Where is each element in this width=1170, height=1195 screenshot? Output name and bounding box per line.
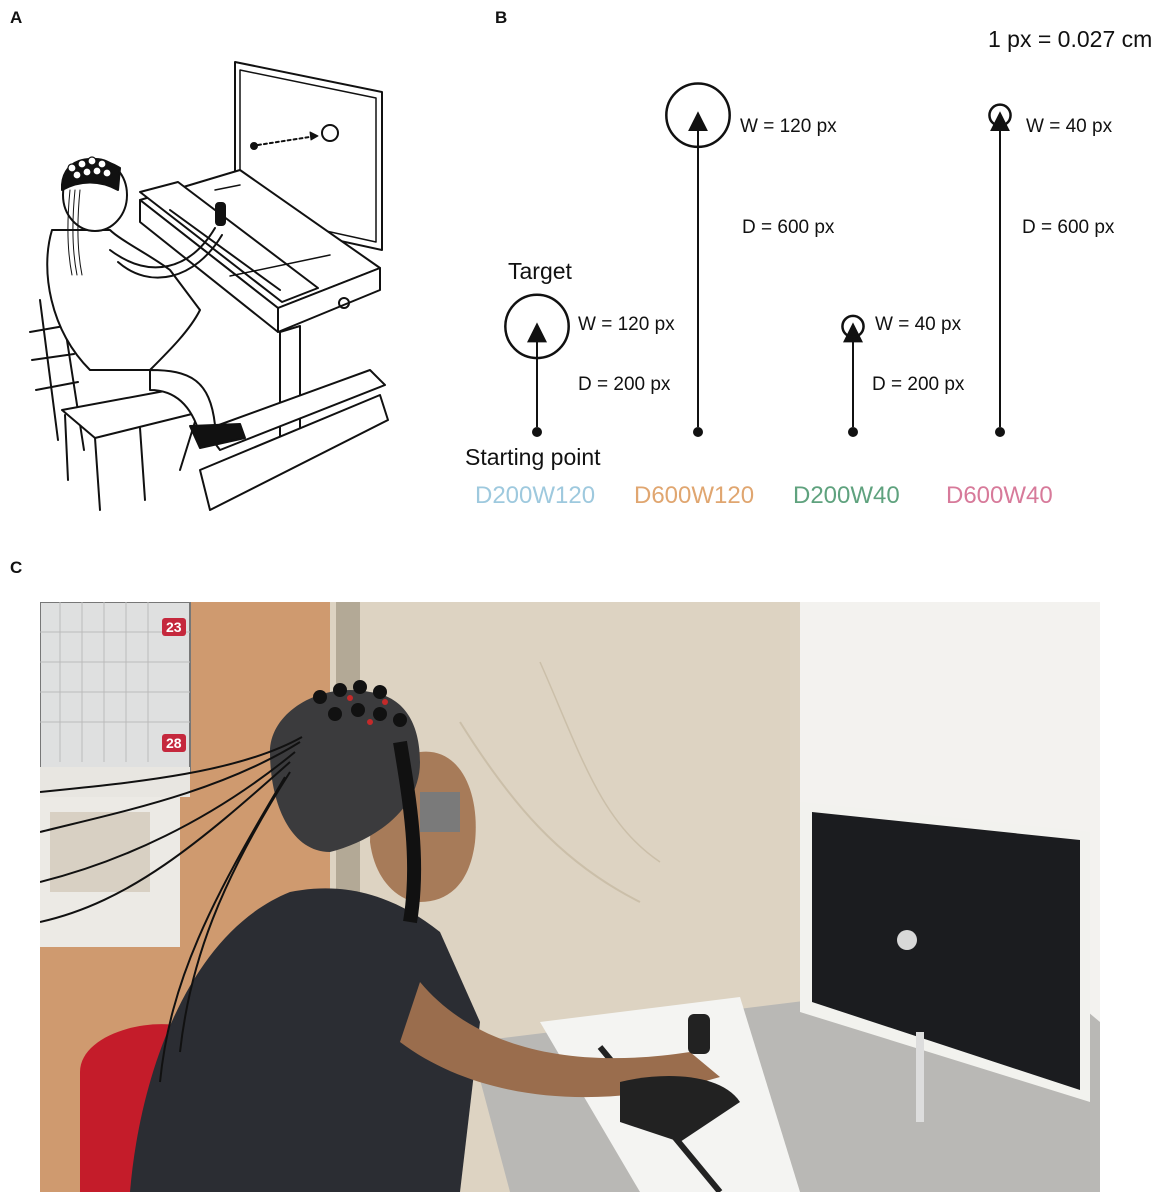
condition-code-d600w120: D600W120 [634,482,755,509]
condition-code-d200w120: D200W120 [475,482,596,509]
d-label-d200w40: D = 200 px [872,374,965,395]
starting-point-label: Starting point [465,444,601,470]
calendar-date-28: 28 [162,734,186,752]
scale-note: 1 px = 0.027 cm [988,26,1153,52]
target-circle-d200w40 [841,314,865,339]
start-point-d200w40 [848,427,858,437]
conditions-diagram [504,82,1012,437]
photo-scene [40,602,1100,1192]
w-label-d600w40: W = 40 px [1026,116,1113,137]
condition-code-d600w40: D600W40 [946,482,1053,509]
d-label-d200w120: D = 200 px [578,374,671,395]
d-label-d600w40: D = 600 px [1022,217,1115,238]
start-point-d600w120 [693,427,703,437]
panel-label-c: C [10,558,23,577]
experiment-photo: 23 28 [40,602,1100,1192]
w-label-d200w120: W = 120 px [578,314,675,335]
setup-illustration [29,61,389,511]
target-circle-d600w40 [988,103,1012,128]
panel-label-a: A [10,8,23,27]
d-label-d600w120: D = 600 px [742,217,835,238]
target-circle-d600w120 [665,82,731,149]
start-point-d600w40 [995,427,1005,437]
target-label: Target [508,258,572,284]
calendar-date-23: 23 [162,618,186,636]
w-label-d600w120: W = 120 px [740,116,837,137]
panel-label-b: B [495,8,508,27]
w-label-d200w40: W = 40 px [875,314,962,335]
condition-code-d200w40: D200W40 [793,482,900,509]
target-circle-d200w120 [504,293,570,360]
start-point-d200w120 [532,427,542,437]
